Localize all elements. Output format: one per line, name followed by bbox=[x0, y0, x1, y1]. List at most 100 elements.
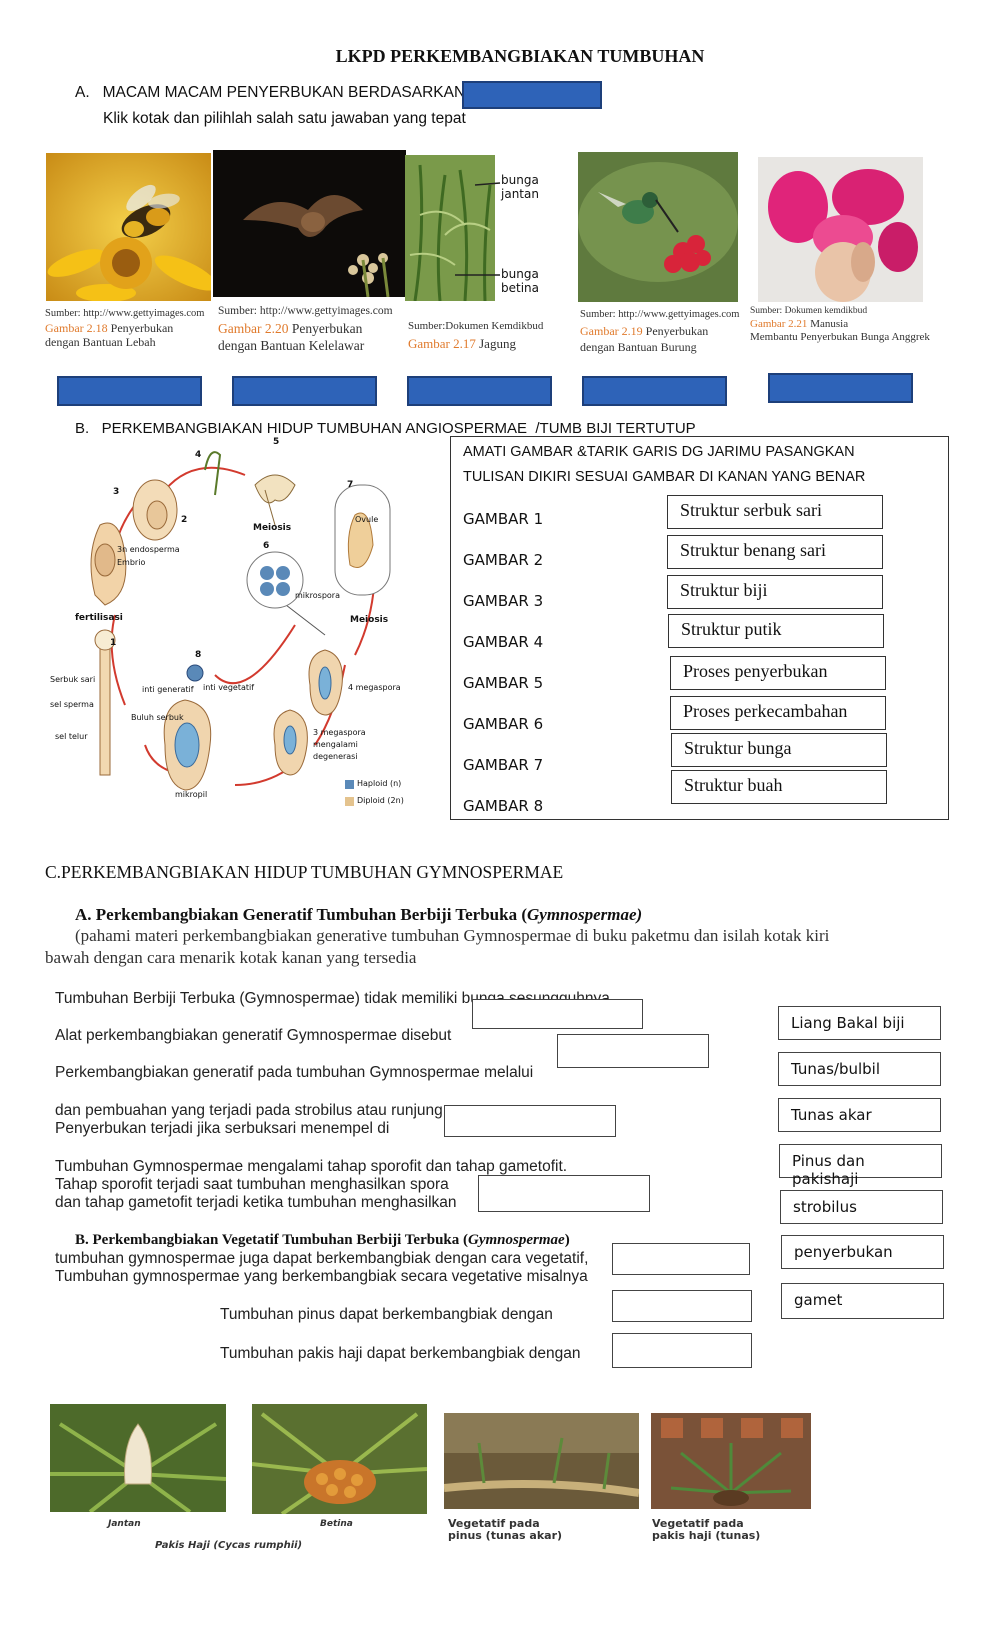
orchid-pollination-image bbox=[758, 157, 923, 302]
diagram-label-6: 6 bbox=[263, 541, 270, 551]
question-4b: Penyerbukan terjadi jika serbuksari mene… bbox=[55, 1120, 390, 1137]
answer-liang-bakal-biji[interactable]: Liang Bakal biji bbox=[778, 1006, 941, 1040]
caption-vegetatif-pinus-1: Vegetatif pada bbox=[448, 1517, 540, 1530]
option-struktur-buah[interactable]: Struktur buah bbox=[671, 770, 887, 804]
gambar-label-5[interactable]: GAMBAR 5 bbox=[463, 674, 544, 692]
answer-box-2[interactable] bbox=[232, 376, 377, 406]
image2-fig: Gambar 2.20 bbox=[218, 321, 289, 336]
image4-caption1: Penyerbukan bbox=[645, 324, 709, 338]
diagram-label-meiosis1: Meiosis bbox=[253, 523, 292, 533]
answer-slot-5[interactable] bbox=[612, 1243, 750, 1275]
gambar-label-6[interactable]: GAMBAR 6 bbox=[463, 715, 544, 733]
answer-box-3[interactable] bbox=[407, 376, 552, 406]
diagram-label-mikropil: mikropil bbox=[175, 790, 208, 799]
diagram-label-haploid: Haploid (n) bbox=[357, 779, 402, 788]
caption-pakis-haji: Pakis Haji (Cycas rumphii) bbox=[155, 1540, 303, 1551]
question-5b: Tahap sporofit terjadi saat tumbuhan men… bbox=[55, 1176, 449, 1193]
diagram-label-ovule: Ovule bbox=[355, 515, 379, 524]
lifecycle-svg bbox=[90, 451, 391, 806]
answer-box-5[interactable] bbox=[768, 373, 913, 403]
pakis-haji-jantan-photo bbox=[50, 1404, 226, 1512]
image1-caption1: Penyerbukan bbox=[110, 321, 174, 335]
image3-caption: Sumber:Dokumen Kemdikbud Gambar 2.17 Jag… bbox=[408, 318, 573, 352]
corn-image: bunga jantan bunga betina bbox=[405, 155, 565, 301]
gambar-label-8[interactable]: GAMBAR 8 bbox=[463, 797, 544, 815]
corn-label-top: bunga jantan bbox=[501, 173, 539, 201]
section-c-instruction-1: (pahami materi perkembangbiakan generati… bbox=[75, 926, 830, 945]
diagram-label-mikrospora: mikrospora bbox=[295, 591, 340, 600]
answer-slot-7[interactable] bbox=[612, 1333, 752, 1368]
question-3: Perkembangbiakan generatif pada tumbuhan… bbox=[55, 1064, 534, 1081]
diagram-label-1: 1 bbox=[110, 638, 117, 648]
section-c-heading: C.PERKEMBANGBIAKAN HIDUP TUMBUHAN GYMNOS… bbox=[45, 862, 564, 882]
gambar-label-7[interactable]: GAMBAR 7 bbox=[463, 756, 544, 774]
image5-caption2: Membantu Penyerbukan Bunga Anggrek bbox=[750, 331, 930, 343]
page-title: LKPD PERKEMBANGBIAKAN TUMBUHAN bbox=[335, 46, 705, 66]
image3-caption1: Jagung bbox=[479, 336, 516, 351]
image1-source: Sumber: http://www.gettyimages.com bbox=[45, 308, 205, 319]
answer-slot-1[interactable] bbox=[472, 999, 643, 1029]
answer-pinus-dan-pakishaji[interactable]: Pinus dan pakishaji bbox=[779, 1144, 942, 1188]
answer-box-4[interactable] bbox=[582, 376, 727, 406]
answer-box-1[interactable] bbox=[57, 376, 202, 406]
gambar-label-4[interactable]: GAMBAR 4 bbox=[463, 633, 544, 651]
question-1: Tumbuhan Berbiji Terbuka (Gymnospermae) … bbox=[55, 990, 610, 1007]
diagram-label-3: 3 bbox=[113, 487, 120, 497]
answer-tunas-akar[interactable]: Tunas akar bbox=[778, 1098, 941, 1132]
image1-caption2: dengan Bantuan Lebah bbox=[45, 335, 156, 349]
image4-fig: Gambar 2.19 bbox=[580, 324, 643, 338]
section-a-heading: A. MACAM MACAM PENYERBUKAN BERDASARKAN bbox=[75, 84, 466, 101]
option-proses-perkecambahan[interactable]: Proses perkecambahan bbox=[670, 696, 886, 730]
section-c-sub-b-suffix: ) bbox=[564, 1232, 570, 1248]
question-5a: Tumbuhan Gymnospermae mengalami tahap sp… bbox=[55, 1158, 568, 1175]
option-struktur-serbuk-sari[interactable]: Struktur serbuk sari bbox=[667, 495, 883, 529]
gambar-label-1[interactable]: GAMBAR 1 bbox=[463, 510, 544, 528]
diagram-label-8: 8 bbox=[195, 650, 202, 660]
caption-vegetatif-pakis-1: Vegetatif pada bbox=[652, 1517, 744, 1530]
section-c-sub-b-italic: Gymnospermae bbox=[468, 1232, 565, 1248]
answer-slot-6[interactable] bbox=[612, 1290, 752, 1322]
image5-source: Sumber: Dokumen kemdikbud bbox=[750, 306, 868, 316]
diagram-label-fertilisasi: fertilisasi bbox=[75, 613, 123, 623]
option-proses-penyerbukan[interactable]: Proses penyerbukan bbox=[670, 656, 886, 690]
image5-caption: Sumber: Dokumen kemdikbud Gambar 2.21 Ma… bbox=[750, 305, 940, 344]
pinus-root-shoot-photo bbox=[444, 1413, 639, 1509]
image3-source: Sumber:Dokumen Kemdikbud bbox=[408, 320, 544, 332]
image5-caption1: Manusia bbox=[810, 318, 849, 330]
section-a-answer-box[interactable] bbox=[462, 81, 602, 109]
caption-vegetatif-pinus-2: pinus (tunas akar) bbox=[448, 1529, 563, 1542]
answer-gamet[interactable]: gamet bbox=[781, 1283, 944, 1319]
answer-slot-2[interactable] bbox=[557, 1034, 709, 1068]
pakis-haji-betina-photo bbox=[252, 1404, 427, 1514]
angiosperm-lifecycle-diagram: 5 4 3 2 7 Ovule Meiosis 6 3n endosperma … bbox=[45, 437, 425, 845]
question-2: Alat perkembangbiakan generatif Gymnospe… bbox=[55, 1027, 452, 1044]
bat-pollination-image bbox=[213, 150, 406, 297]
caption-jantan: Jantan bbox=[108, 1519, 141, 1529]
option-struktur-putik[interactable]: Struktur putik bbox=[668, 614, 884, 648]
answer-strobilus[interactable]: strobilus bbox=[780, 1190, 943, 1224]
question-5c: dan tahap gametofit terjadi ketika tumbu… bbox=[55, 1194, 457, 1211]
answer-tunas-bulbil[interactable]: Tunas/bulbil bbox=[778, 1052, 941, 1086]
corn-label-bottom: bunga betina bbox=[501, 267, 539, 295]
image2-caption1: Penyerbukan bbox=[291, 321, 363, 336]
image2-caption: Sumber: http://www.gettyimages.com Gamba… bbox=[218, 303, 408, 354]
image5-fig: Gambar 2.21 bbox=[750, 318, 808, 330]
matching-instruction-2: TULISAN DIKIRI SESUAI GAMBAR DI KANAN YA… bbox=[463, 469, 866, 485]
answer-penyerbukan[interactable]: penyerbukan bbox=[781, 1235, 944, 1269]
section-c-instruction-2: bawah dengan cara menarik kotak kanan ya… bbox=[45, 948, 417, 967]
answer-slot-4[interactable] bbox=[478, 1175, 650, 1212]
image1-caption: Sumber: http://www.gettyimages.com Gamba… bbox=[45, 307, 215, 349]
diagram-label-sperma: sel sperma bbox=[50, 700, 94, 709]
image4-caption2: dengan Bantuan Burung bbox=[580, 340, 697, 354]
image3-fig: Gambar 2.17 bbox=[408, 336, 476, 351]
option-struktur-bunga[interactable]: Struktur bunga bbox=[671, 733, 887, 767]
answer-slot-3[interactable] bbox=[444, 1105, 616, 1137]
image2-source: Sumber: http://www.gettyimages.com bbox=[218, 305, 393, 317]
diagram-label-inti-veg: inti vegetatif bbox=[203, 683, 255, 692]
section-c-sub-a-prefix: A. Perkembangbiakan Generatif Tumbuhan B… bbox=[75, 905, 528, 924]
option-struktur-biji[interactable]: Struktur biji bbox=[667, 575, 883, 609]
option-struktur-benang-sari[interactable]: Struktur benang sari bbox=[667, 535, 883, 569]
question-7: Tumbuhan pinus dapat berkembangbiak deng… bbox=[220, 1306, 553, 1323]
gambar-label-2[interactable]: GAMBAR 2 bbox=[463, 551, 544, 569]
gambar-label-3[interactable]: GAMBAR 3 bbox=[463, 592, 544, 610]
